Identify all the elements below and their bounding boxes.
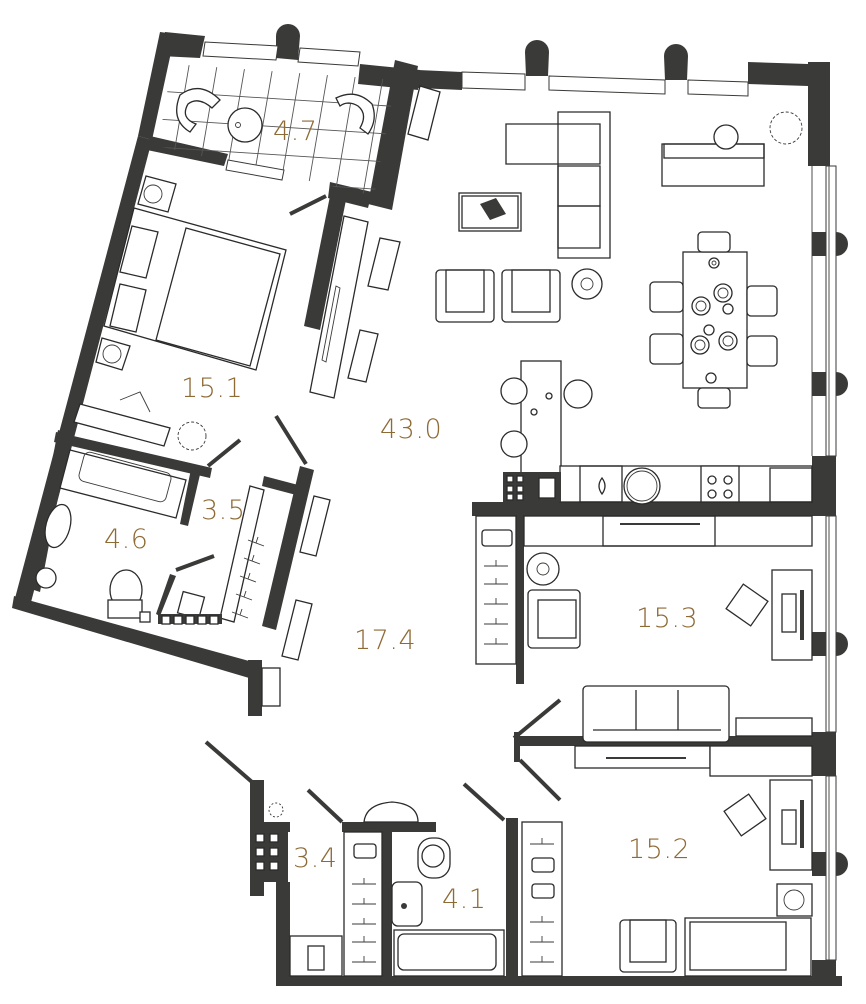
bar-stool <box>500 377 528 405</box>
dining-chair <box>697 387 731 409</box>
bedroom-3-furniture <box>521 745 813 977</box>
sofa <box>582 685 730 743</box>
corner-sofa <box>557 111 611 259</box>
desk <box>769 779 813 871</box>
doors <box>175 194 562 824</box>
tv-stand <box>713 124 739 150</box>
lower-fixtures <box>250 801 505 977</box>
room-area-bathroom-2: 4.1 <box>442 884 487 915</box>
wardrobe <box>309 215 369 399</box>
living-furniture <box>435 111 803 474</box>
cooktop <box>700 465 740 503</box>
sink <box>391 881 423 927</box>
tv-console <box>661 143 765 187</box>
washing-machine <box>35 567 57 589</box>
pillow <box>119 225 159 279</box>
radiator <box>347 329 379 383</box>
armchair <box>619 919 677 973</box>
bathtub <box>59 449 187 519</box>
wardrobe <box>521 821 563 977</box>
balcony-chair <box>335 93 375 135</box>
room-area-hallway: 17.4 <box>354 625 417 656</box>
bar-stool <box>500 430 528 458</box>
office-chair <box>725 583 769 627</box>
nightstand <box>137 175 177 213</box>
dining-chair <box>746 335 778 367</box>
dressing-1-fixtures <box>158 485 331 707</box>
balcony-chair <box>176 88 221 133</box>
room-area-living-kitchen: 43.0 <box>380 414 443 445</box>
kitchen-sink <box>598 476 606 496</box>
room-area-bathroom-1: 4.6 <box>104 524 149 555</box>
armchair <box>501 269 561 323</box>
shoe-rack <box>261 667 281 707</box>
bedroom-2-furniture <box>475 515 813 743</box>
plant <box>177 421 207 451</box>
dining-table <box>682 251 748 389</box>
room-area-dressing-room-2: 3.4 <box>293 843 338 874</box>
radiator <box>281 599 313 661</box>
nightstand <box>776 883 813 917</box>
armchair <box>435 269 495 323</box>
room-area-balcony: 4.7 <box>273 116 318 147</box>
dining-chair <box>746 285 778 317</box>
windows <box>202 41 837 961</box>
dining-chair <box>649 281 684 313</box>
bathroom-1-fixtures <box>35 449 187 623</box>
office-chair <box>723 793 767 837</box>
desk <box>771 569 813 661</box>
bedroom-furniture <box>73 85 441 451</box>
plant <box>268 802 284 818</box>
room-area-bedroom-2: 15.3 <box>636 603 699 634</box>
pillow <box>109 283 147 333</box>
dining-chair <box>697 231 731 253</box>
room-area-dressing-room-1: 3.5 <box>201 495 246 526</box>
radiator <box>299 495 331 557</box>
floor-lamp <box>526 552 560 586</box>
sink <box>44 503 72 549</box>
bar-stool <box>563 379 593 409</box>
round-sink <box>623 467 661 505</box>
room-area-bedroom: 15.1 <box>181 373 244 404</box>
balcony-tiles <box>158 64 396 196</box>
room-area-bedroom-3: 15.2 <box>628 834 691 865</box>
nightstand <box>95 337 131 371</box>
armchair <box>527 589 581 649</box>
radiator <box>367 237 401 291</box>
vanity-mirror <box>363 801 419 823</box>
radiator <box>407 85 441 141</box>
balcony-table <box>227 107 263 143</box>
single-bed <box>684 917 812 977</box>
bar-counter <box>520 360 562 474</box>
double-bed <box>103 207 287 371</box>
kitchen-row <box>503 465 813 505</box>
plant <box>769 111 803 145</box>
bathtub <box>393 929 505 977</box>
floor-lamp <box>571 268 603 300</box>
vanity-table <box>73 403 171 447</box>
dining-chair <box>649 333 684 365</box>
